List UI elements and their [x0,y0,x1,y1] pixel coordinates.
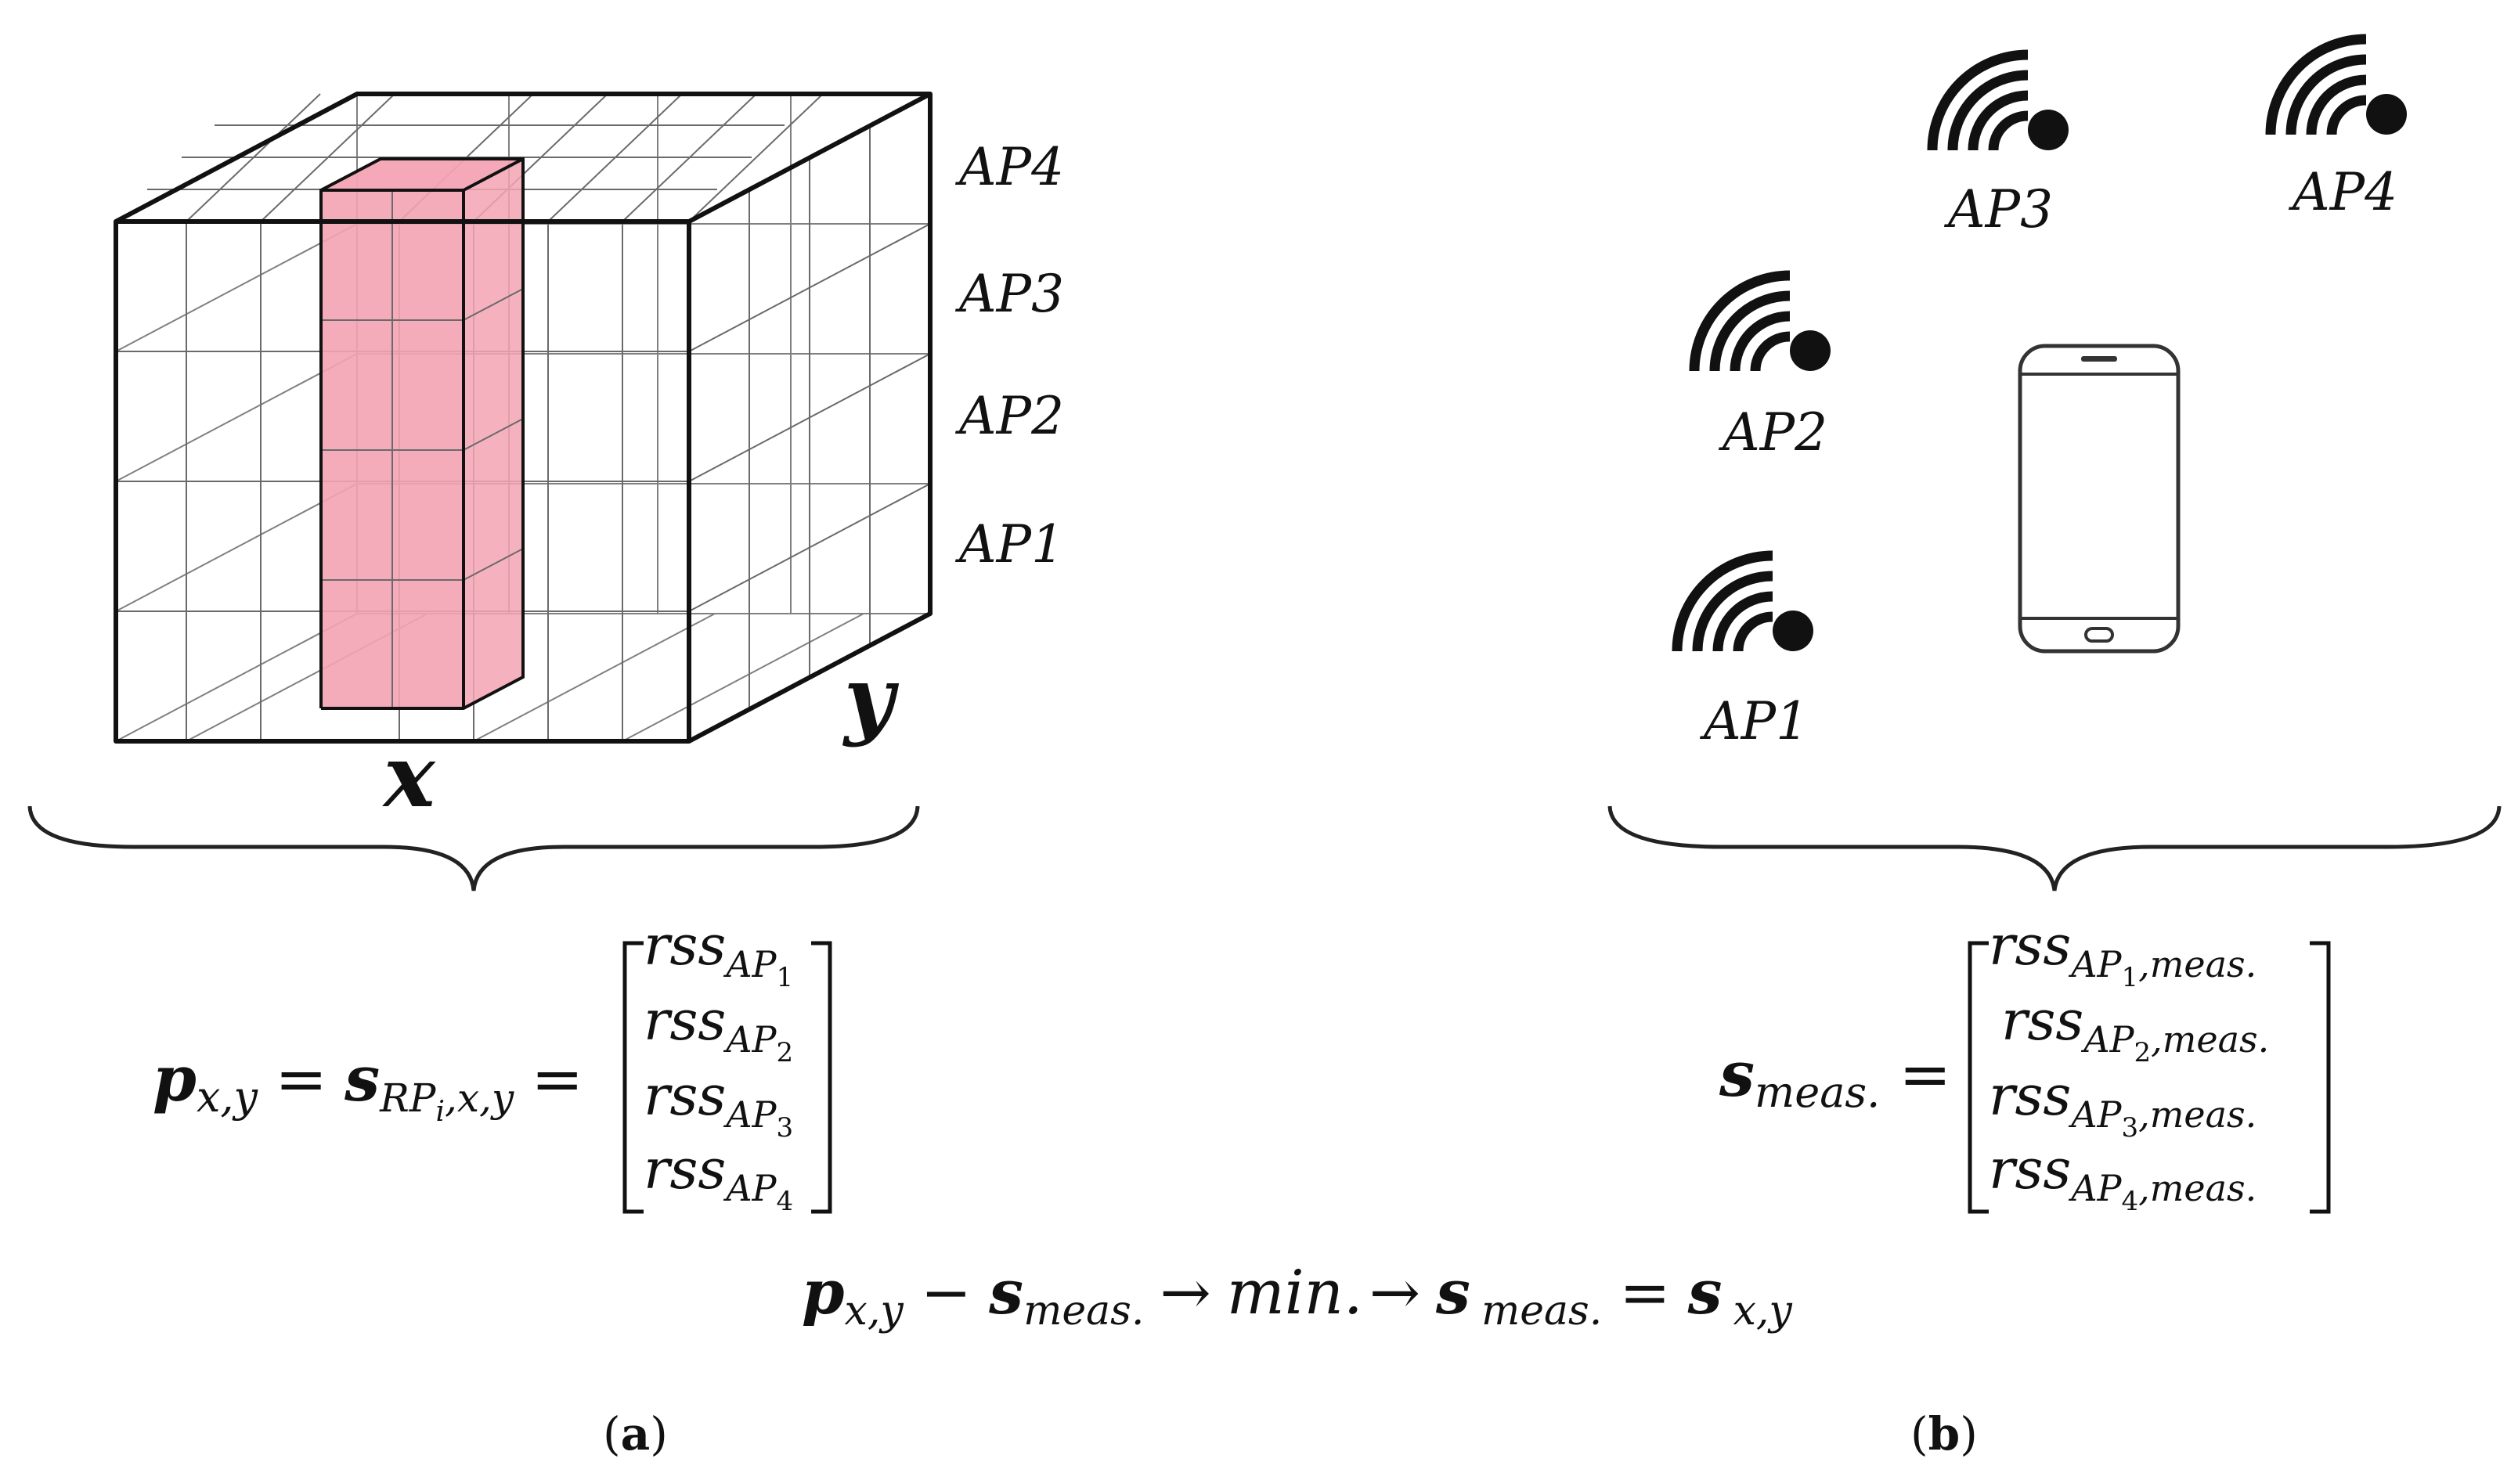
wifi-signal-icon [2271,39,2407,135]
ap-label: AP2 [1718,402,1827,463]
eq-a-eq2: = [531,1043,583,1115]
caption-b: (b) [1910,1407,1978,1461]
caption-a: (a) [603,1407,668,1461]
eq-b-s: s [1719,1037,1755,1111]
eq-a-p: p [153,1042,197,1115]
ap-label: AP1 [1699,691,1809,751]
eq-a-s-sub-rest: ,x,y [445,1075,514,1121]
layer-label-ap3: AP3 [954,264,1064,324]
matrix-a-right-bracket [811,941,832,1214]
access-point-ap3: AP3 [1932,55,2069,240]
wifi-signal-icon [1932,55,2069,150]
cube-edges [114,92,933,744]
eq-b-s-sub: meas. [1755,1068,1880,1117]
matrix-b-row: rssAP4,meas. [1989,1137,2256,1217]
layer-label-ap2: AP2 [954,386,1064,446]
access-point-ap4: AP4 [2271,39,2407,222]
matrix-b-left-bracket [1968,941,1989,1214]
eq-a-p-sub: x,y [197,1072,259,1122]
matrix-a-left-bracket [622,941,644,1214]
matrix-a-row: rssAP2 [644,989,793,1068]
access-point-ap1: AP1 [1677,556,1813,751]
grid-cube [114,92,933,744]
access-point-ap2: AP2 [1694,276,1831,463]
axis-label-x: x [382,726,436,827]
equation-b: smeas. = rssAP1,meas. rssAP2,meas. rssAP3… [1719,913,2331,1217]
layer-label-ap1: AP1 [954,514,1064,575]
matrix-a-row: rssAP3 [644,1064,793,1144]
smartphone-icon [2018,344,2181,654]
ap-label: AP4 [2288,162,2397,222]
matrix-a-row: rssAP4 [644,1137,793,1217]
eq-a-s-sub: RP [379,1075,437,1121]
wifi-signal-icon [1677,556,1813,651]
layer-labels: AP4 AP3 AP2 AP1 [954,137,1064,575]
axis-label-y: y [842,647,900,748]
svg-text:smeas.=: smeas. = [1719,1037,1951,1117]
eq-a-s-sub-i: i [435,1096,445,1128]
wifi-signal-icon [1694,276,1831,371]
matrix-a-row: rssAP1 [644,913,793,993]
eq-a-eq1: = [275,1043,327,1115]
matrix-b-row: rssAP2,meas. [2001,989,2269,1068]
highlight-column [319,157,525,710]
brace-a [27,805,920,891]
ap-label: AP3 [1943,179,2053,240]
eq-b-eq: = [1899,1038,1951,1111]
matrix-b-row: rssAP3,meas. [1989,1064,2256,1144]
brace-b [1607,805,2502,891]
equation-a: px,y=sRPi,x,y= rssAP1 rssAP2 rssAP3 rssA… [153,913,832,1217]
matrix-b-right-bracket [2310,941,2331,1214]
eq-a-s: s [344,1042,380,1115]
layer-label-ap4: AP4 [954,137,1064,197]
matrix-b-entries: rssAP1,meas. rssAP2,meas. rssAP3,meas. r… [1989,913,2269,1217]
matrix-a-entries: rssAP1 rssAP2 rssAP3 rssAP4 [644,913,793,1217]
svg-text:px,y=sRPi,x,y=: px,y=sRPi,x,y= [153,1042,583,1128]
matrix-b-row: rssAP1,meas. [1989,913,2256,993]
